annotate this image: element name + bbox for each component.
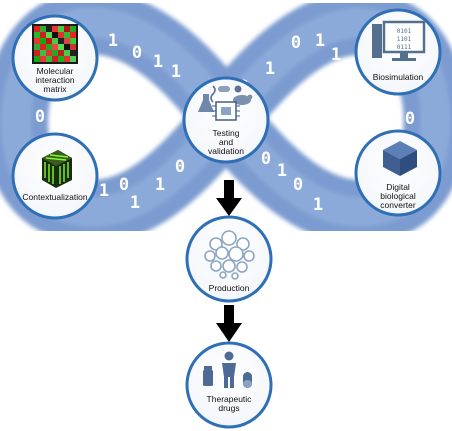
bit-digit: 1 (130, 193, 140, 213)
bit-digit: 0 (293, 175, 303, 195)
bit-digit: 0 (35, 107, 45, 127)
node-label: Biosimulation (373, 72, 424, 82)
flow-arrows (216, 180, 242, 342)
node-label: biological (380, 191, 416, 201)
node-label: validation (208, 146, 244, 156)
node-label: Digital (386, 182, 410, 192)
node-digital-biological-converter[interactable]: Digital biological converter (354, 129, 442, 217)
node-label: interaction (35, 75, 74, 85)
cube-network-icon (42, 150, 72, 188)
node-label: and (219, 137, 233, 147)
arrow-down-icon (216, 305, 242, 342)
cells-icon (204, 230, 255, 280)
bit-digit: 0 (132, 43, 142, 63)
node-label: Production (209, 283, 250, 293)
node-label: converter (380, 200, 416, 210)
node-label: matrix (43, 84, 67, 94)
node-therapeutic-drugs[interactable]: Therapeutic drugs (185, 341, 273, 429)
bit-digit: 1 (331, 45, 341, 65)
node-molecular-interaction-matrix[interactable]: Molecular interaction matrix (11, 14, 99, 102)
box-icon (383, 141, 417, 176)
arrow-down-icon (216, 180, 242, 216)
screen-code: 1101 (397, 36, 412, 43)
screen-code: 0101 (397, 28, 412, 35)
node-biosimulation[interactable]: 0101 1101 0111 Biosimulation (354, 8, 442, 96)
bit-digit: 0 (261, 149, 271, 169)
bit-digit: 0 (405, 109, 415, 129)
bit-digit: 0 (291, 33, 301, 53)
bit-digit: 1 (99, 181, 109, 201)
node-label: Molecular (37, 66, 74, 76)
bit-digit: 1 (315, 31, 325, 51)
node-label: drugs (218, 403, 239, 413)
node-contextualization[interactable]: Contextualization (11, 132, 99, 220)
bit-digit: 0 (119, 175, 129, 195)
bit-digit: 1 (277, 161, 287, 181)
bit-digit: 1 (171, 62, 181, 82)
node-label: Contextualization (22, 192, 87, 202)
node-label: Testing (213, 128, 240, 138)
bit-digit: 1 (153, 52, 163, 72)
patient-pills-icon (203, 351, 252, 388)
node-production[interactable]: Production (185, 215, 273, 303)
bit-digit: 1 (108, 31, 118, 51)
screen-code: 0111 (397, 44, 412, 51)
node-testing-and-validation[interactable]: Testing and validation (182, 76, 270, 164)
heatmap-matrix-icon (32, 24, 78, 64)
bit-digit: 0 (175, 157, 185, 177)
node-label: Therapeutic (207, 394, 253, 404)
computer-icon: 0101 1101 0111 (372, 20, 426, 61)
bit-digit: 1 (313, 195, 323, 215)
lab-chip-icon (198, 85, 253, 121)
bit-digit: 1 (155, 175, 165, 195)
bit-digit: 1 (265, 59, 275, 79)
